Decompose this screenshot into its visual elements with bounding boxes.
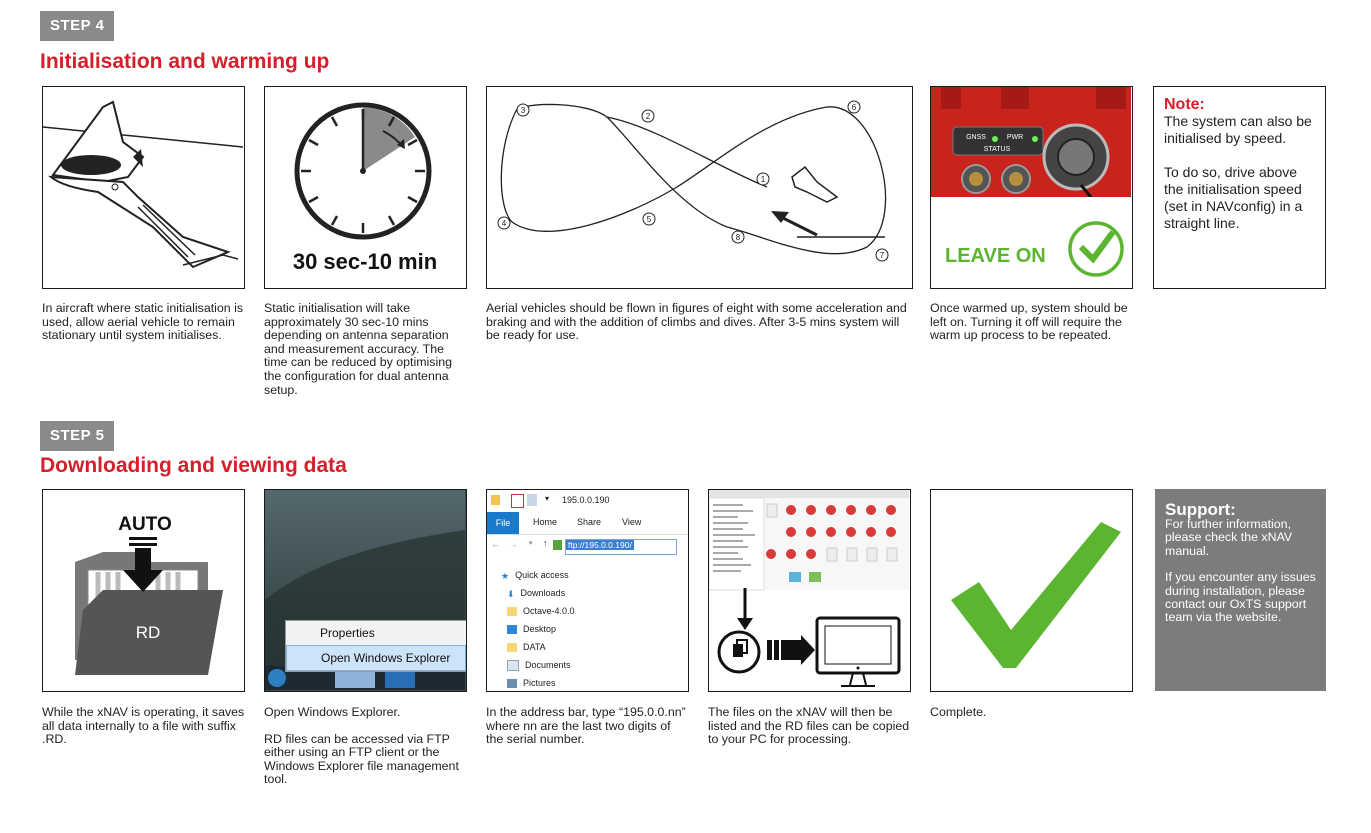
marker-7: 7 [880,251,885,260]
marker-4: 4 [502,219,507,228]
ftp-icon [553,540,562,550]
nav-label: Downloads [520,588,566,598]
step-5-badge: STEP 5 [40,421,115,451]
files-copy-illustration [709,490,909,687]
recent-dropdown-icon[interactable]: ▾ [529,540,533,547]
explorer-window: ▾ 195.0.0.190 File Home Share View ← → ▾… [487,490,688,691]
desktop-icon [507,625,517,635]
address-text: ftp://195.0.0.190/ [566,540,634,550]
timer-label: 30 sec-10 min [293,249,437,274]
nav-desktop[interactable]: Desktop [507,624,557,635]
leave-on-label: LEAVE ON [945,245,1046,267]
window-title: 195.0.0.190 [562,495,610,505]
document-icon [527,494,537,506]
tab-view[interactable]: View [622,517,642,527]
caption-auto-save: While the xNAV is operating, it saves al… [42,705,245,747]
status-label: STATUS [984,146,1011,153]
marker-6: 6 [852,103,857,112]
caption-explorer-2: RD files can be accessed via FTP either … [264,731,459,787]
desktop-panel: Properties Open Windows Explorer [264,489,467,692]
folder-icon: AUTO RD [75,514,223,675]
support-box: Support: For further information, please… [1155,489,1326,691]
note-text-2: To do so, drive above the initialisation… [1164,164,1303,231]
step-4-badge: STEP 4 [40,11,115,41]
figure-eight-diagram: 1 2 3 4 5 6 7 8 [497,100,889,262]
nav-label: Desktop [523,624,557,634]
nav-label: Pictures [523,678,556,688]
caption-explorer-1: Open Windows Explorer. [264,705,401,719]
caption-leave-on: Once warmed up, system should be left on… [930,301,1128,343]
nav-label: Octave-4.0.0 [523,606,575,616]
download-icon: ⬇ [507,589,515,600]
support-text-2: If you encounter any issues during insta… [1165,570,1316,625]
tab-share[interactable]: Share [577,517,602,527]
pictures-icon [507,679,517,689]
figure-eight-panel: 1 2 3 4 5 6 7 8 [486,86,913,289]
support-text-1: For further information, please check th… [1165,517,1293,558]
folder-icon [507,607,517,617]
device-panel: GNSS PWR STATUS LEAVE ON [930,86,1133,289]
support-heading: Support: [1165,500,1236,519]
aircraft-illustration [43,100,243,269]
nav-quick-access[interactable]: ★ Quick access [501,570,569,582]
nav-label: Quick access [515,570,569,580]
auto-folder-panel: AUTO RD [42,489,245,692]
menu-item-open-windows-explorer[interactable]: Open Windows Explorer [286,645,466,671]
tab-file[interactable]: File [487,512,519,534]
checkmark-icon [951,522,1121,668]
back-icon[interactable]: ← [491,539,500,549]
caption-timer: Static initialisation will take approxim… [264,301,453,397]
caption-complete: Complete. [930,705,987,719]
timer-panel: 30 sec-10 min [264,86,467,289]
clock-icon: 30 sec-10 min [293,102,437,274]
forward-icon[interactable]: → [509,539,518,549]
ribbon: File Home Share View [487,512,688,535]
nav-downloads[interactable]: ⬇ Downloads [507,588,566,600]
folder-icon [491,495,500,505]
auto-label: AUTO [118,514,171,535]
context-menu: Properties Open Windows Explorer [285,620,466,672]
nav-octave[interactable]: Octave-4.0.0 [507,606,575,617]
note-box: Note: The system can also be initialised… [1153,86,1326,289]
marker-3: 3 [521,106,526,115]
note-heading: Note: [1164,96,1205,113]
gnss-label: GNSS [966,134,986,141]
folder-icon [507,643,517,653]
aircraft-panel [42,86,245,289]
nav-pictures[interactable]: Pictures [507,678,556,689]
note-text-1: The system can also be initialised by sp… [1164,113,1312,146]
complete-panel [930,489,1133,692]
caption-explorer: Open Windows Explorer. RD files can be a… [264,705,459,787]
marker-2: 2 [646,112,651,121]
menu-item-properties[interactable]: Properties [320,626,375,640]
step-4-title: Initialisation and warming up [40,50,330,73]
up-icon[interactable]: ↑ [543,538,548,548]
rd-label: RD [136,623,161,642]
caption-address-bar: In the address bar, type “195.0.0.nn” wh… [486,705,686,747]
files-copy-panel [708,489,911,692]
quick-access-dropdown-icon[interactable]: ▾ [545,494,550,503]
pwr-label: PWR [1007,134,1023,141]
device-illustration: GNSS PWR STATUS LEAVE ON [931,87,1131,287]
nav-label: Documents [525,660,571,670]
caption-figure-eight: Aerial vehicles should be flown in figur… [486,301,907,343]
caption-files-copy: The files on the xNAV will then be liste… [708,705,910,747]
tab-home[interactable]: Home [533,517,558,527]
step-5-title: Downloading and viewing data [40,454,347,477]
checklist-icon [511,494,524,508]
explorer-panel: ▾ 195.0.0.190 File Home Share View ← → ▾… [486,489,689,692]
nav-documents[interactable]: Documents [507,660,571,672]
documents-icon [507,660,519,672]
marker-1: 1 [761,175,766,184]
address-bar[interactable]: ftp://195.0.0.190/ [565,539,677,555]
marker-8: 8 [736,233,741,242]
star-icon: ★ [501,571,510,582]
marker-5: 5 [647,215,652,224]
nav-data[interactable]: DATA [507,642,546,653]
caption-aircraft: In aircraft where static initialisation … [42,301,244,343]
nav-label: DATA [523,642,546,652]
